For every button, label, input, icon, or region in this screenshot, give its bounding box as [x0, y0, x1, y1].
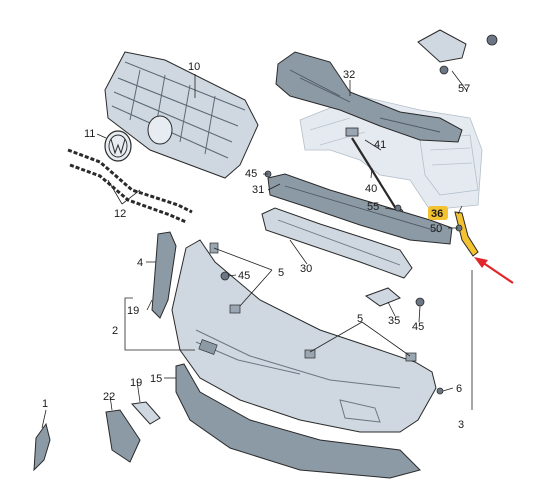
- callout-19-lower[interactable]: 19: [130, 377, 142, 389]
- leader-lines: [41, 70, 473, 429]
- grille-insert-left[interactable]: [33, 401, 161, 472]
- callout-36[interactable]: 36: [431, 208, 443, 220]
- emblem[interactable]: [104, 130, 132, 162]
- callout-1[interactable]: 1: [42, 398, 48, 410]
- callout-4[interactable]: 4: [137, 257, 143, 269]
- lower-spoiler[interactable]: [175, 363, 421, 479]
- callout-22[interactable]: 22: [103, 391, 115, 403]
- trim-strips[interactable]: [67, 148, 193, 224]
- callout-labels: 10 11 12 32 57 41 40 45 31 55 36 50 30 4…: [42, 61, 470, 431]
- callout-50[interactable]: 50: [430, 223, 442, 235]
- highlighted-part-36[interactable]: [454, 211, 479, 257]
- callout-45-right[interactable]: 45: [412, 321, 424, 333]
- callout-10[interactable]: 10: [188, 61, 200, 73]
- callout-15[interactable]: 15: [150, 373, 162, 385]
- callout-40[interactable]: 40: [365, 183, 377, 195]
- callout-30[interactable]: 30: [300, 263, 312, 275]
- callout-31[interactable]: 31: [252, 184, 264, 196]
- callout-12[interactable]: 12: [114, 208, 126, 220]
- callout-3[interactable]: 3: [458, 419, 464, 431]
- radiator-grille[interactable]: [104, 51, 259, 179]
- side-guide[interactable]: [151, 231, 177, 319]
- callout-2[interactable]: 2: [112, 325, 118, 337]
- callout-55[interactable]: 55: [367, 201, 379, 213]
- bumper-cover[interactable]: [171, 239, 437, 433]
- callout-19-upper[interactable]: 19: [127, 305, 139, 317]
- callout-57[interactable]: 57: [458, 83, 470, 95]
- callout-35[interactable]: 35: [388, 315, 400, 327]
- lower-absorber[interactable]: [261, 207, 413, 279]
- impact-absorber[interactable]: [267, 173, 453, 245]
- callout-5-lower[interactable]: 5: [357, 313, 363, 325]
- callout-5-right[interactable]: 5: [278, 267, 284, 279]
- callout-41[interactable]: 41: [374, 139, 386, 151]
- callout-45-mid[interactable]: 45: [238, 270, 250, 282]
- callout-36-highlight: [428, 206, 448, 220]
- callout-11[interactable]: 11: [84, 128, 95, 140]
- red-arrow-pointer: [474, 257, 514, 284]
- grille-emblem-mount: [147, 115, 173, 145]
- callout-32[interactable]: 32: [343, 69, 355, 81]
- bumper-cross-member[interactable]: [275, 51, 463, 143]
- bracket-top-right[interactable]: [417, 29, 498, 75]
- callout-6[interactable]: 6: [456, 383, 462, 395]
- callout-45-top[interactable]: 45: [245, 168, 257, 180]
